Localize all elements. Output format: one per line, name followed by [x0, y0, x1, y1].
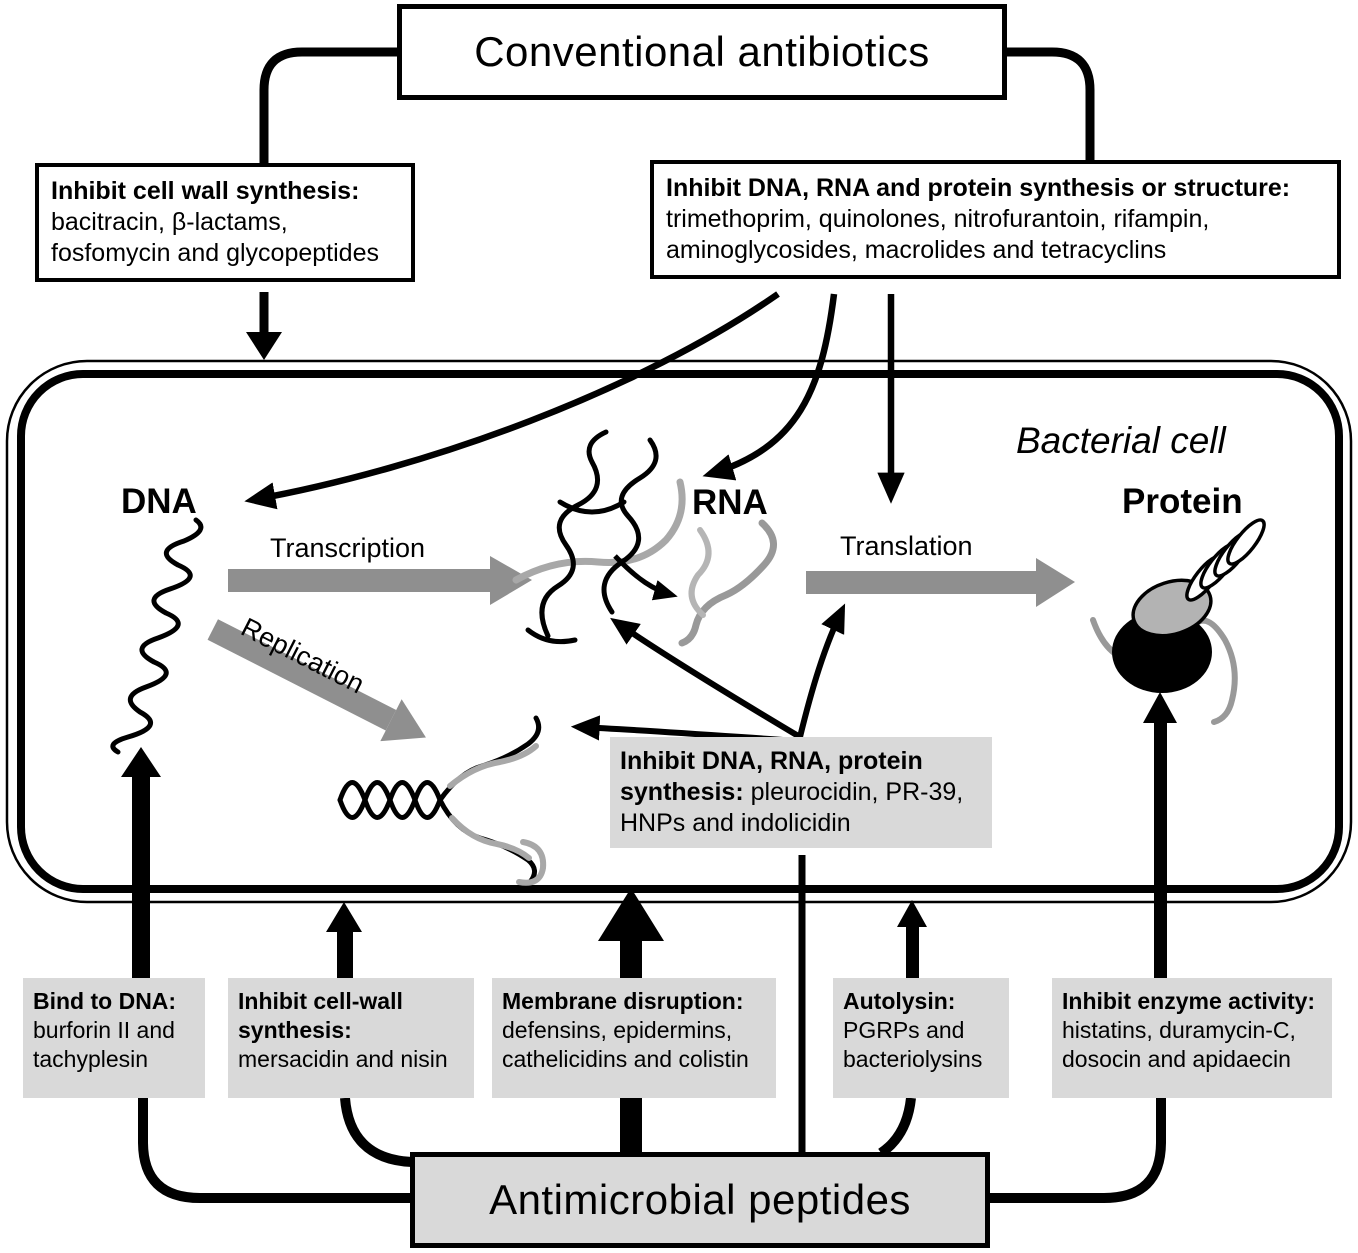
enzyme-activity-arrow — [1143, 692, 1177, 978]
amp-connectors — [138, 1097, 1166, 1203]
connector-amp-left — [138, 1098, 410, 1203]
box-heading: Inhibit cell-wall synthesis: — [238, 988, 403, 1043]
amp-autolysin-box: Autolysin: PGRPs and bacteriolysins — [833, 978, 1009, 1098]
box-line: defensins, epidermins, — [502, 1017, 733, 1043]
conventional-antibiotics-title: Conventional antibiotics — [474, 28, 930, 75]
cell-wall-attack-arrow — [246, 292, 282, 360]
rna-label: RNA — [692, 483, 768, 522]
translation-label: Translation — [840, 531, 973, 561]
box-heading: Inhibit cell wall synthesis: — [51, 177, 360, 205]
replication-fork-drawing — [337, 715, 547, 886]
box-heading: Bind to DNA: — [33, 988, 177, 1014]
arrow-to-translation-start — [797, 603, 846, 738]
box-heading: Inhibit DNA, RNA, protein synthesis: — [620, 747, 923, 806]
box-line: cathelicidins and colistin — [502, 1046, 749, 1072]
connector-cellwall-box — [340, 1097, 413, 1167]
dna-label: DNA — [121, 482, 197, 521]
connector-autolysin-box — [878, 1097, 916, 1158]
box-line: burforin II and — [33, 1017, 175, 1043]
bind-dna-arrow — [121, 747, 161, 978]
amp-bind-dna-box: Bind to DNA: burforin II and tachyplesin — [23, 978, 205, 1098]
amp-cell-wall-box: Inhibit cell-wall synthesis: mersacidin … — [228, 978, 474, 1098]
protein-drawing — [1090, 518, 1266, 725]
box-line: dosocin and apidaecin — [1062, 1046, 1291, 1072]
amp-membrane-disruption-box: Membrane disruption: defensins, epidermi… — [492, 978, 776, 1098]
amp-inhibit-synthesis-box: Inhibit DNA, RNA, protein synthesis: ple… — [610, 737, 992, 848]
inhibit-dna-rna-protein-box: Inhibit DNA, RNA and protein synthesis o… — [650, 160, 1341, 279]
box-line: mersacidin and nisin — [238, 1046, 448, 1072]
mrna-drawing — [678, 519, 777, 647]
inhibit-cell-wall-synthesis-box: Inhibit cell wall synthesis: bacitracin,… — [35, 163, 415, 282]
amp-enzyme-activity-box: Inhibit enzyme activity: histatins, dura… — [1052, 978, 1332, 1098]
box-line: bacitracin, β-lactams, — [51, 208, 288, 236]
translation-arrow — [806, 558, 1075, 607]
arrow-to-transcription — [610, 617, 802, 740]
bacterial-cell-label: Bacterial cell — [1016, 420, 1226, 461]
antimicrobial-peptides-title: Antimicrobial peptides — [489, 1176, 911, 1223]
box-heading: Autolysin: — [843, 988, 956, 1014]
antimicrobial-peptides-box: Antimicrobial peptides — [410, 1152, 990, 1248]
arrow-to-rna — [702, 293, 838, 481]
synthesis-attack-arrows — [244, 291, 905, 510]
box-line: bacteriolysins — [843, 1046, 983, 1072]
protein-coil — [1185, 518, 1266, 602]
arrow-complex-to-mrna — [613, 554, 678, 601]
arrow-to-dna — [244, 291, 780, 510]
conventional-connectors — [259, 47, 1095, 163]
bacterial-cell-membrane — [5, 359, 1353, 904]
box-line: trimethoprim, quinolones, nitrofurantoin… — [666, 205, 1210, 233]
box-heading: Membrane disruption: — [502, 988, 744, 1014]
box-line: fosfomycin and glycopeptides — [51, 239, 379, 267]
amp-synthesis-arrows — [570, 603, 846, 744]
cellwall-amp-arrow — [326, 902, 362, 978]
box-line: pleurocidin, PR-39, HNPs and indolicidin — [620, 778, 964, 837]
transcription-arrow — [228, 556, 532, 605]
replication-arrow — [207, 619, 426, 742]
box-line: aminoglycosides, macrolides and tetracyc… — [666, 236, 1167, 264]
box-heading: Inhibit DNA, RNA and protein synthesis o… — [666, 174, 1291, 202]
box-line: PGRPs and — [843, 1017, 965, 1043]
connector-amp-right — [990, 1098, 1166, 1203]
protein-label: Protein — [1122, 482, 1243, 521]
autolysin-arrow — [897, 900, 927, 978]
box-line: histatins, duramycin-C, — [1062, 1017, 1296, 1043]
box-heading: Inhibit enzyme activity: — [1062, 988, 1316, 1014]
connector-top-left — [259, 47, 397, 163]
transcription-complex-drawing — [512, 429, 686, 645]
connector-top-right — [1007, 47, 1095, 160]
transcription-label: Transcription — [270, 533, 426, 563]
box-line: tachyplesin — [33, 1046, 149, 1072]
dna-helix-drawing — [110, 517, 204, 755]
conventional-antibiotics-box: Conventional antibiotics — [397, 4, 1007, 100]
